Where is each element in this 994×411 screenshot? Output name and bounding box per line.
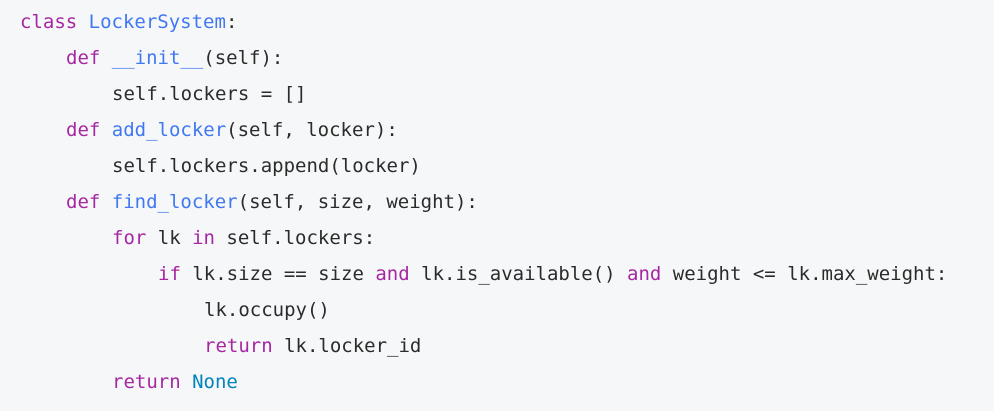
code-token: lk.size == size [180,263,376,285]
code-line: class LockerSystem: [20,8,994,44]
code-token: self.lockers = [] [112,83,307,105]
code-token: lk [146,227,193,249]
code-token: if [158,263,181,285]
code-line: self.lockers = [] [20,80,994,116]
code-token: def [66,191,101,213]
code-token: (self, locker): [226,119,398,141]
code-token: find_locker [111,191,238,213]
code-token: (self, size, weight): [237,191,478,213]
code-token [100,119,111,141]
code-token: and [375,263,410,285]
code-token: and [627,263,662,285]
code-token: return [204,335,273,357]
code-token: : [225,11,238,33]
code-line: return None [20,368,994,404]
code-token: weight <= lk.max_weight: [661,263,948,285]
code-line: for lk in self.lockers: [20,224,994,260]
code-line: if lk.size == size and lk.is_available()… [20,260,994,296]
code-token: LockerSystem [88,11,226,33]
code-line: def __init__(self): [20,44,994,80]
code-line: self.lockers.append(locker) [20,152,994,188]
code-line: return lk.locker_id [20,332,994,368]
code-token: in [192,227,215,249]
code-line: lk.occupy() [20,296,994,332]
code-token: self.lockers.append(locker) [112,155,421,177]
code-token: lk.is_available() [409,263,628,285]
code-token: def [66,47,101,69]
code-token: lk.locker_id [272,335,422,357]
code-token: lk.occupy() [204,299,330,321]
code-token: self.lockers: [214,227,376,249]
code-token: class [20,11,78,33]
code-token: def [66,119,101,141]
code-token [100,47,111,69]
code-token: __init__ [111,47,204,69]
code-token [181,371,192,393]
code-token: (self): [203,47,284,69]
code-token [100,191,111,213]
code-line: def add_locker(self, locker): [20,116,994,152]
code-line: def find_locker(self, size, weight): [20,188,994,224]
code-token: add_locker [111,119,227,141]
code-token: for [112,227,147,249]
code-token: return [112,371,181,393]
code-token: None [192,371,238,393]
code-token [77,11,88,33]
